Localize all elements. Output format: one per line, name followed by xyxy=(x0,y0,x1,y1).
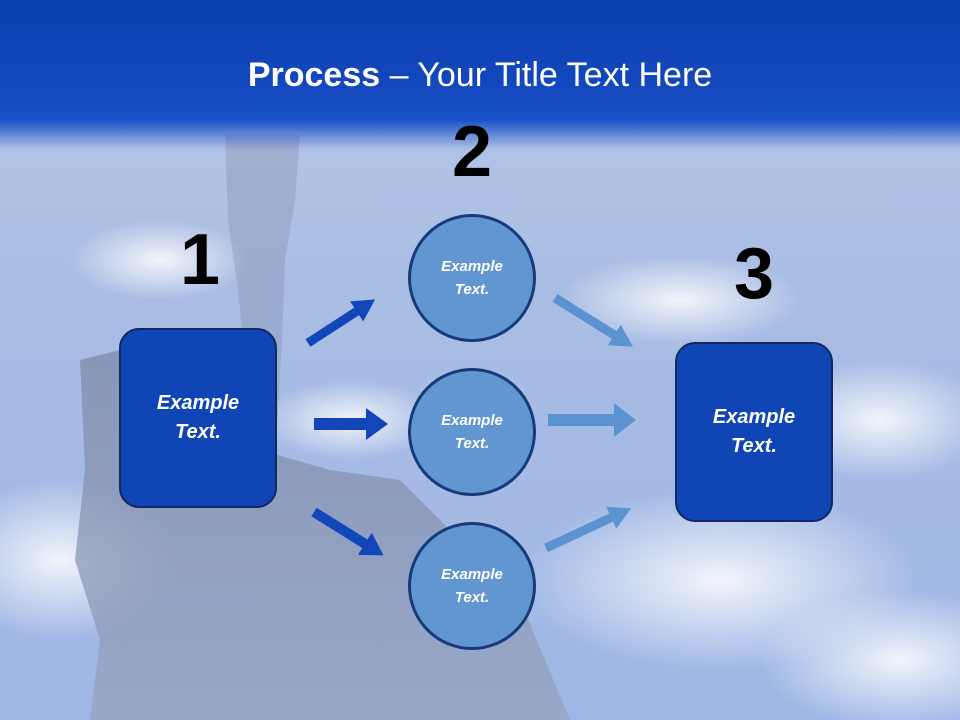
circle-top-line1: Example xyxy=(441,258,503,275)
slide-title: Process – Your Title Text Here xyxy=(0,52,960,98)
cloud xyxy=(560,255,800,345)
arrow-right-icon xyxy=(314,408,388,440)
circle-middle-line2: Text. xyxy=(454,435,490,452)
title-bar xyxy=(0,0,960,150)
arrow-right-icon xyxy=(544,506,632,553)
circle-top: Example Text. xyxy=(408,214,536,342)
right-box-line2: Text. xyxy=(731,435,777,457)
step-number-2: 2 xyxy=(451,112,493,192)
arrow-right-icon xyxy=(552,294,634,347)
arrow-right-icon xyxy=(548,403,636,437)
title-bold: Process xyxy=(247,56,381,94)
circle-top-line2: Text. xyxy=(454,281,490,298)
circle-bottom-line2: Text. xyxy=(454,589,490,606)
step-number-3: 3 xyxy=(733,234,775,314)
title-rest: – Your Title Text Here xyxy=(380,56,713,94)
cloud xyxy=(70,220,250,300)
step-number-1: 1 xyxy=(179,220,221,300)
person-silhouette xyxy=(225,135,300,470)
left-box-line1: Example xyxy=(156,392,240,414)
left-box-line2: Text. xyxy=(175,421,221,443)
cloud xyxy=(760,590,960,720)
right-box: Example Text. xyxy=(675,342,833,522)
arrow-right-icon xyxy=(311,507,384,556)
arrow-right-icon xyxy=(305,299,376,347)
right-box-line1: Example xyxy=(712,406,796,428)
circle-middle-line1: Example xyxy=(441,412,503,429)
left-box: Example Text. xyxy=(119,328,277,508)
circle-middle: Example Text. xyxy=(408,368,536,496)
circle-bottom-line1: Example xyxy=(441,566,503,583)
circle-bottom: Example Text. xyxy=(408,522,536,650)
